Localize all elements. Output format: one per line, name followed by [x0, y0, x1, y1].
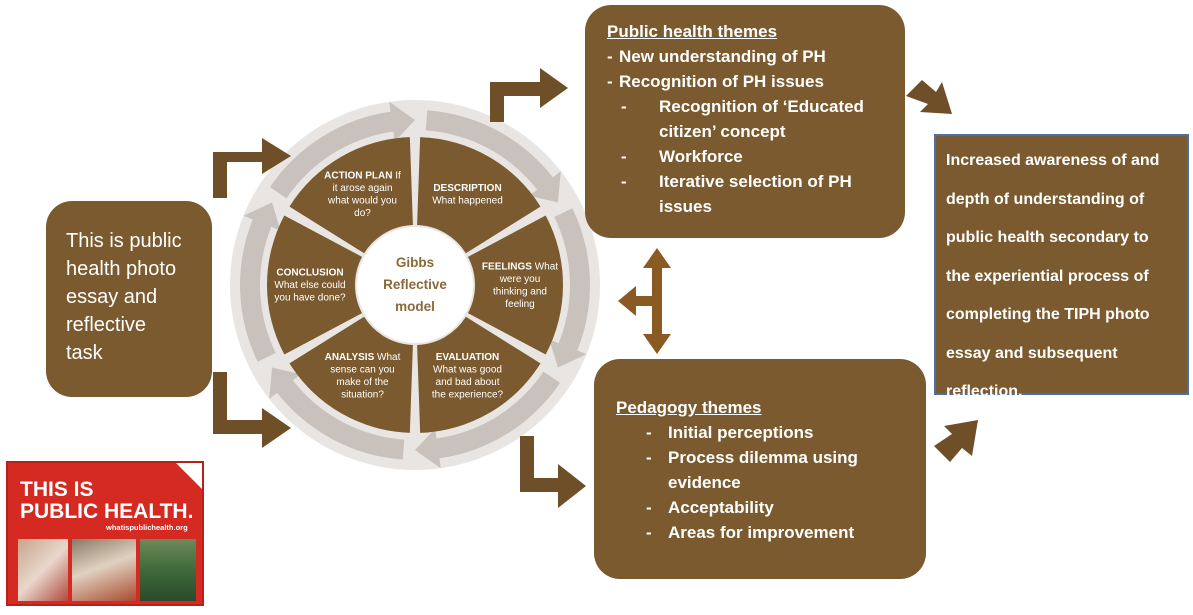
logo-photo-hands — [72, 539, 136, 601]
arrow-intro-to-wheel-top — [213, 138, 291, 198]
flow-arrows — [213, 68, 978, 508]
ph-item: -New understanding of PH — [607, 47, 826, 66]
intro-box: This is public health photo essay and re… — [46, 201, 212, 397]
this-is-public-health-logo: THIS IS PUBLIC HEALTH. whatispublichealt… — [6, 461, 204, 606]
outcome-line: reflection. — [946, 383, 1023, 400]
ph-item: -Recognition of PH issues — [607, 72, 824, 91]
arrow-ph-to-outcome — [906, 80, 952, 114]
pedagogy-item: -Initial perceptions — [646, 423, 814, 442]
logo-line-1: THIS IS — [20, 478, 94, 501]
wheel-cycle-arrow — [239, 202, 281, 362]
wheel-segment-feelings — [467, 215, 564, 355]
logo-corner-cut — [176, 463, 202, 489]
arrow-themes-bidirectional — [643, 248, 671, 354]
intro-line: health photo — [66, 258, 177, 280]
arrow-pedagogy-to-outcome — [934, 420, 978, 462]
outcome-line: depth of understanding of — [946, 190, 1145, 208]
arrow-wheel-to-ph — [490, 68, 568, 122]
intro-line: reflective — [66, 314, 147, 336]
outcome-line: completing the TIPH photo — [946, 306, 1150, 323]
logo-line-2: PUBLIC HEALTH. — [20, 500, 194, 523]
wheel-segment-evaluation — [417, 316, 541, 433]
intro-line: essay and — [66, 286, 158, 308]
wheel-segment-conclusion — [267, 215, 363, 355]
wheel-cycle-arrow — [269, 367, 405, 460]
intro-line: task — [66, 342, 103, 364]
outcome-line: Increased awareness of and — [946, 152, 1160, 169]
outcome-line: essay and subsequent — [946, 344, 1118, 362]
wheel-segment-description — [417, 137, 541, 254]
arrow-intro-to-wheel-bottom — [213, 372, 291, 448]
wheel-center — [357, 227, 473, 343]
pedagogy-item: -Acceptability — [646, 498, 774, 517]
arrow-wheel-to-pedagogy — [520, 436, 586, 508]
intro-line: This is public — [66, 230, 182, 252]
outcome-line: public health secondary to — [946, 229, 1149, 246]
logo-photo-recycling — [140, 539, 196, 601]
arrow-themes-to-wheel — [618, 286, 652, 316]
outcome-box: Increased awareness of and depth of unde… — [934, 134, 1189, 400]
pedagogy-item: -Areas for improvement — [646, 523, 855, 542]
pedagogy-themes-box: Pedagogy themes -Initial perceptions -Pr… — [594, 359, 926, 579]
logo-url: whatispublichealth.org — [106, 523, 188, 532]
wheel-segment-action-plan — [289, 137, 413, 254]
wheel-segment-analysis — [289, 316, 413, 433]
outcome-line: the experiential process of — [946, 267, 1149, 285]
wheel-cycle-arrow — [269, 101, 415, 199]
pedagogy-themes-title: Pedagogy themes — [616, 398, 762, 417]
wheel-cycle-arrow — [549, 208, 590, 368]
logo-photo-fire-extinguishers — [18, 539, 68, 601]
public-health-themes-box: Public health themes -New understanding … — [585, 5, 905, 238]
ph-subitem: -Workforce — [621, 147, 743, 166]
wheel-cycle-arrow — [415, 371, 561, 469]
public-health-themes-title: Public health themes — [607, 22, 778, 41]
wheel-cycle-arrow — [425, 110, 561, 203]
